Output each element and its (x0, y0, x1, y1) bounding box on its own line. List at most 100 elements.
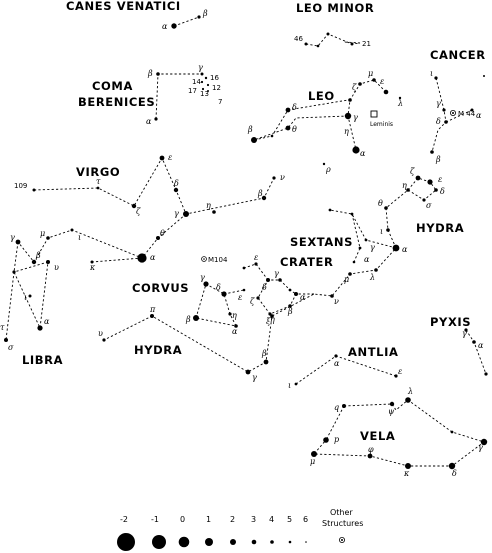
star-vir-alpha (137, 253, 147, 263)
star-leo-x (270, 134, 274, 138)
lbl-leo-lambda: λ (397, 99, 403, 108)
lbl-hya-iota: ι (380, 227, 383, 236)
lbl-vir-iota: ι (78, 233, 81, 242)
stars (4, 15, 488, 470)
lbl-hya-eta: η (402, 181, 407, 190)
lbl-vel-phi: φ (368, 445, 374, 454)
m44-marker (449, 110, 456, 117)
legend-dot-m1 (152, 535, 166, 549)
lbl-lib-alpha: α (44, 317, 50, 326)
lbl-vir-beta: β (257, 189, 263, 198)
lbl-com-13: 13 (200, 90, 209, 98)
lbl-cnc-alpha: α (476, 111, 482, 120)
lines-leo-2 (253, 99, 349, 141)
legend-label-other-1: Other (330, 508, 353, 517)
label-libra: LIBRA (22, 353, 63, 367)
star-vel-gamma (480, 438, 488, 446)
lbl-vel-kappa: κ (403, 469, 410, 478)
label-antlia: ANTLIA (348, 345, 398, 359)
star-hya-sigma (422, 198, 426, 202)
lbl-vir-nu: ν (280, 173, 285, 182)
star-vir-epsilon (159, 155, 165, 161)
star-hya-alpha (392, 244, 400, 252)
star-lm-46 (304, 42, 308, 46)
star-ant-iota (294, 382, 298, 386)
legend-label-m2: -2 (120, 515, 128, 524)
star-hya-beta (263, 359, 269, 365)
star-cv-alpha (171, 23, 177, 29)
star-sex-alpha (358, 246, 362, 250)
star-cnc-iota (434, 76, 438, 80)
legend-dot-4 (270, 540, 274, 544)
lbl-lib-upsilon: υ (54, 263, 59, 272)
label-corvus: CORVUS (132, 281, 189, 295)
legend-dot-0 (178, 536, 190, 548)
star-vel-lambda (405, 397, 411, 403)
lbl-vir-delta: δ (174, 179, 179, 188)
lbl-ant-alpha: α (334, 359, 340, 368)
star-lm-b (326, 32, 330, 36)
lbl-vir-zeta: ζ (136, 207, 141, 216)
star-com-beta (156, 72, 160, 76)
lbl-com-gamma: γ (198, 63, 203, 72)
lbl-cnc-beta: β (435, 155, 441, 164)
legend-dot-5 (288, 540, 292, 544)
lines-hydra-upper-2 (329, 209, 397, 249)
star-lm-21 (350, 42, 354, 46)
lbl-vel-p: p (334, 435, 339, 444)
lbl-vir-tau: τ (96, 177, 101, 186)
star-crt-eta (268, 312, 272, 316)
star-crt-beta (288, 304, 292, 308)
lbl-com-17: 17 (188, 87, 197, 95)
leminis-marker (370, 110, 378, 118)
lbl-leo-epsilon: ε (380, 77, 384, 86)
star-vel-p (323, 437, 329, 443)
lbl-crv-eta: η (232, 311, 237, 320)
lbl-crt-alpha: α (300, 293, 306, 302)
lbl-vir-109: 109 (14, 182, 27, 190)
star-vel-delta (448, 462, 456, 470)
label-canes-venatici: CANES VENATICI (66, 0, 181, 13)
legend-label-0: 0 (180, 515, 185, 524)
lbl-crt-gamma: γ (274, 269, 279, 278)
star-leo-beta (251, 137, 257, 143)
legend-other-structures-icon (338, 537, 345, 544)
star-crt-epsilon (254, 262, 258, 266)
star-leo-mu (372, 78, 376, 82)
star-hya-iota (386, 228, 390, 232)
legend-label-2: 2 (230, 515, 235, 524)
lines-virgo-2 (17, 213, 187, 263)
legend-label-3: 3 (251, 515, 256, 524)
star-crt-zeta (256, 296, 260, 300)
star-pyx-beta (484, 372, 488, 376)
lbl-lib-gamma: γ (10, 233, 15, 242)
star-vir-iota (70, 228, 74, 232)
star-leo-theta (285, 125, 291, 131)
lbl-leo-alpha: α (360, 149, 366, 158)
lbl-vir-kappa: κ (89, 263, 96, 272)
star-sex-gamma (364, 238, 368, 242)
lbl-lm-46: 46 (294, 35, 303, 43)
star-hya-gamma (245, 369, 251, 375)
lines-pyxis (465, 329, 487, 375)
legend-dot-m2 (117, 533, 135, 551)
lines-corvus-2 (223, 289, 245, 295)
lbl-crt-zeta: ζ (250, 297, 255, 306)
star-crv-alpha (234, 324, 238, 328)
lbl-hya-delta: δ (440, 187, 445, 196)
m104-marker (201, 256, 207, 262)
lbl-pyx-gamma: γ (462, 329, 467, 338)
star-cnc-alpha (470, 108, 474, 112)
star-vir-kappa (90, 260, 94, 264)
star-hya-nu (330, 294, 334, 298)
lbl-lib-beta: β (35, 251, 41, 260)
lbl-leo-rho: ρ (325, 165, 331, 174)
star-hya-theta (384, 206, 388, 210)
label-leo-minor: LEO MINOR (296, 1, 374, 15)
star-vir-tau (96, 186, 100, 190)
lbl-vir-epsilon: ε (168, 153, 172, 162)
star-vir-theta (156, 236, 160, 240)
lbl-lm-21: 21 (362, 40, 371, 48)
lbl-vir-eta: η (206, 201, 211, 210)
star-sex-b (350, 212, 354, 216)
